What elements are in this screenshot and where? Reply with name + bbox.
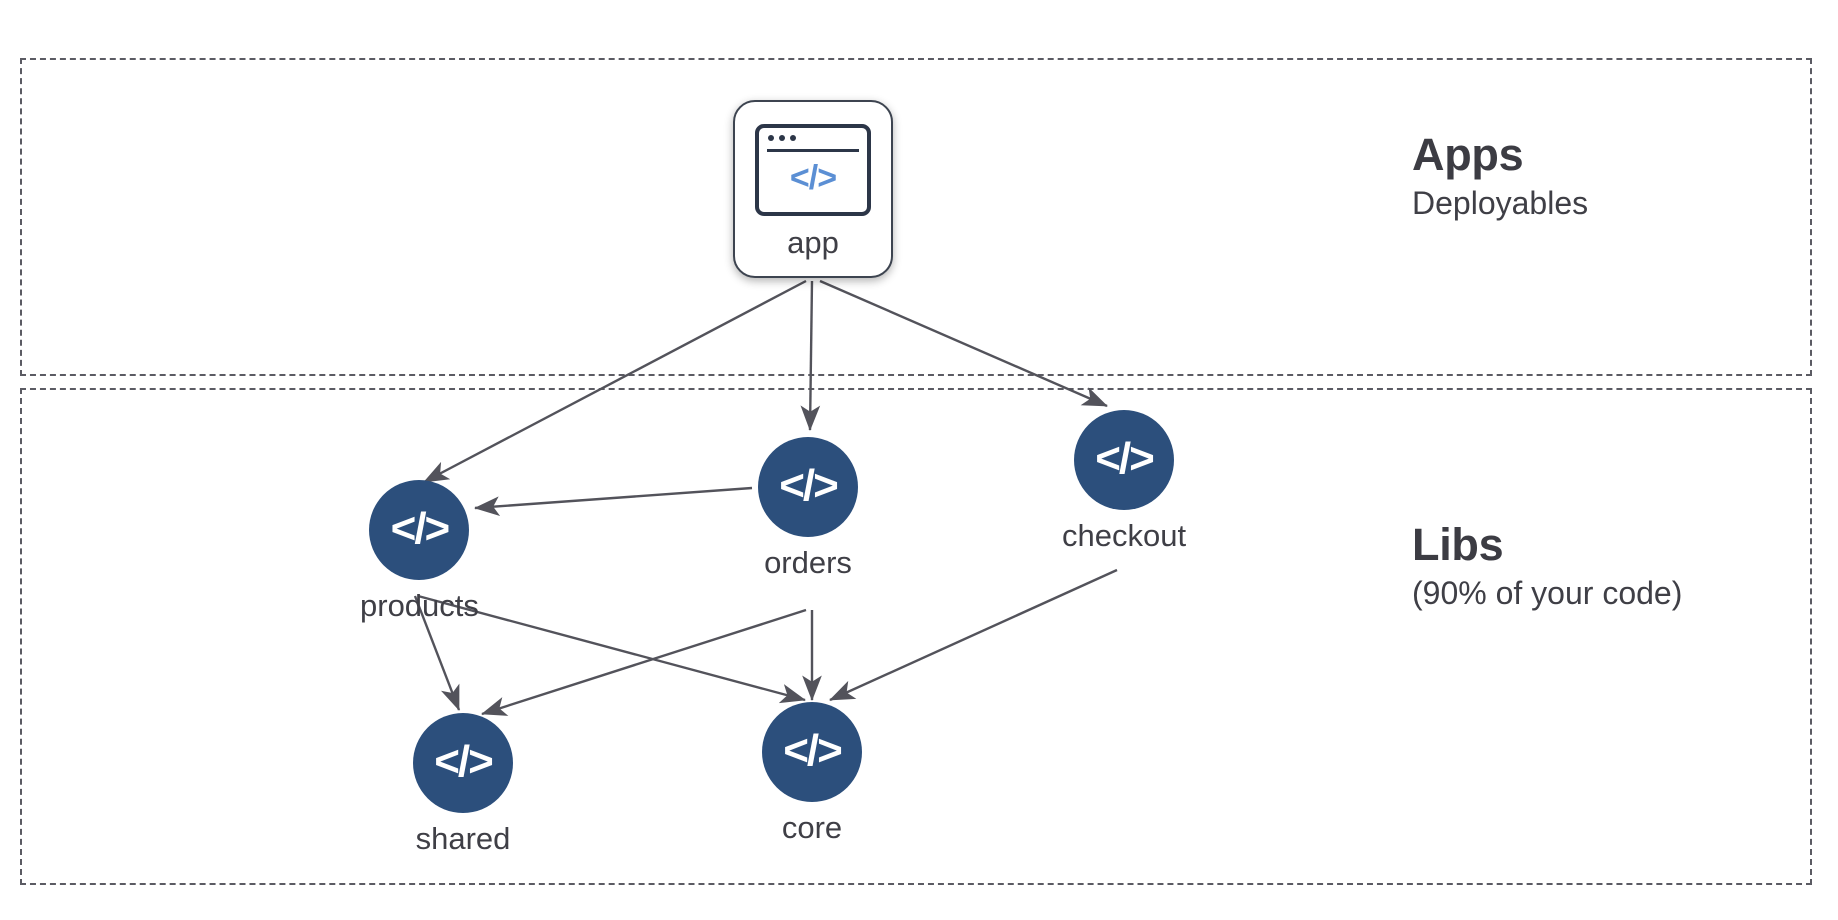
code-glyph: </> [1095,434,1155,483]
zone-libs [20,388,1812,885]
browser-window-dots [768,135,796,141]
browser-window-divider [767,149,859,152]
code-glyph: </> [779,461,839,510]
zone-libs-caption: Libs (90% of your code) [1412,518,1682,613]
node-checkout-label: checkout [1062,518,1187,553]
zone-apps-caption: Apps Deployables [1412,128,1588,223]
node-app-label: app [787,225,839,260]
zone-apps-subtitle: Deployables [1412,185,1589,222]
zone-apps-title: Apps [1412,129,1524,180]
zone-libs-title: Libs [1412,519,1504,570]
browser-code-icon: </> [755,124,871,216]
node-orders[interactable]: </> orders [758,437,858,581]
code-icon: </> [762,702,862,802]
node-app[interactable]: </> app [733,100,893,278]
node-products-label: products [360,588,479,623]
node-shared[interactable]: </> shared [413,713,513,857]
node-shared-label: shared [415,821,511,856]
node-orders-label: orders [764,545,852,580]
code-glyph: </> [390,504,451,553]
node-products[interactable]: </> products [360,480,479,624]
code-glyph: </> [789,158,837,197]
node-checkout[interactable]: </> checkout [1062,410,1186,554]
code-icon: </> [413,713,513,813]
code-icon: </> [1074,410,1175,510]
node-core-label: core [781,810,843,845]
code-glyph: </> [783,726,843,775]
code-glyph: </> [434,737,494,786]
code-icon: </> [369,480,470,580]
code-icon: </> [758,437,858,537]
node-core[interactable]: </> core [762,702,862,846]
zone-libs-subtitle: (90% of your code) [1412,575,1683,612]
